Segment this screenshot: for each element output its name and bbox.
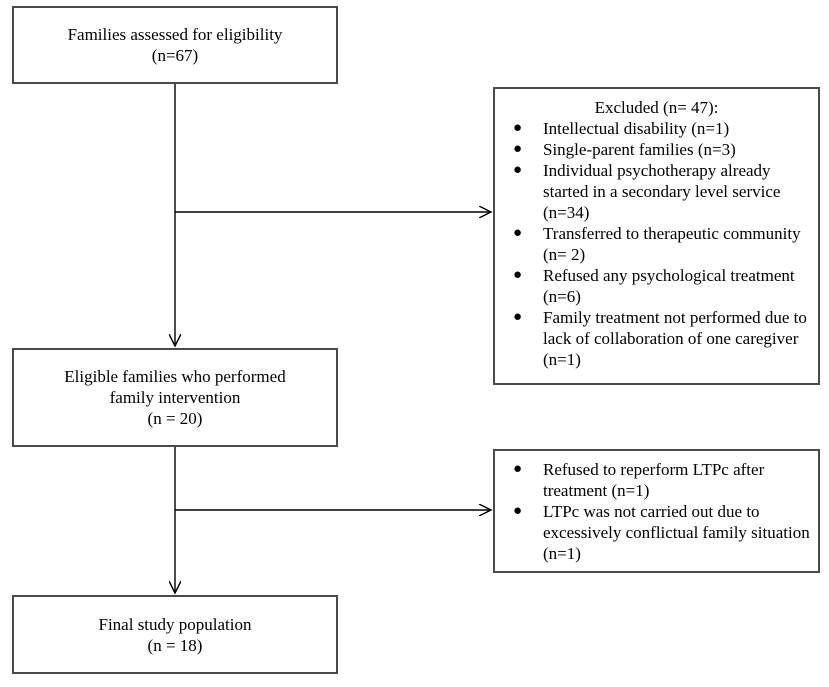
list-item: ● Family treatment not performed due to l… — [509, 307, 810, 370]
bullet-icon: ● — [513, 267, 523, 283]
post-excluded-list: ● Refused to reperform LTPc after treatme… — [509, 459, 810, 564]
post-excluded-reason: LTPc was not carried out due to excessiv… — [543, 502, 810, 563]
post-excluded-reason: Refused to reperform LTPc after treatmen… — [543, 460, 765, 500]
final-box: Final study population (n = 18) — [12, 595, 338, 674]
bullet-icon: ● — [513, 225, 523, 241]
eligible-count: (n = 20) — [147, 409, 203, 428]
list-item: ● Individual psychotherapy already starte… — [509, 160, 810, 223]
eligible-label-line2: family intervention — [109, 388, 241, 407]
eligible-box: Eligible families who performed family i… — [12, 348, 338, 447]
excluded-reason: Transferred to therapeutic community (n=… — [543, 224, 801, 264]
excluded-reason: Individual psychotherapy already started… — [543, 161, 781, 222]
excluded-reason: Intellectual disability (n=1) — [543, 119, 730, 138]
bullet-icon: ● — [513, 120, 523, 136]
excluded-list: ● Intellectual disability (n=1) ● Single-p… — [509, 118, 810, 370]
excluded-reason: Single-parent families (n=3) — [543, 140, 736, 159]
bullet-icon: ● — [513, 503, 523, 519]
bullet-icon: ● — [513, 309, 523, 325]
bullet-icon: ● — [513, 141, 523, 157]
list-item: ● Refused to reperform LTPc after treatme… — [509, 459, 810, 501]
post-excluded-box: ● Refused to reperform LTPc after treatme… — [493, 449, 820, 573]
list-item: ● Single-parent families (n=3) — [509, 139, 810, 160]
final-count: (n = 18) — [147, 635, 203, 655]
excluded-reason: Refused any psychological treatment (n=6… — [543, 266, 795, 306]
list-item: ● Transferred to therapeutic community (n… — [509, 223, 810, 265]
bullet-icon: ● — [513, 162, 523, 178]
excluded-title: Excluded (n= 47): — [594, 98, 719, 117]
assessed-box: Families assessed for eligibility (n=67) — [12, 6, 338, 84]
eligible-label-line1: Eligible families who performed — [64, 367, 286, 386]
list-item: ● LTPc was not carried out due to excessi… — [509, 501, 810, 564]
assessed-label: Families assessed for eligibility — [67, 25, 283, 44]
final-label: Final study population — [98, 614, 252, 634]
excluded-box: Excluded (n= 47): ● Intellectual disabili… — [493, 87, 820, 385]
list-item: ● Intellectual disability (n=1) — [509, 118, 810, 139]
list-item: ● Refused any psychological treatment (n=… — [509, 265, 810, 307]
assessed-count: (n=67) — [151, 46, 199, 65]
excluded-reason: Family treatment not performed due to la… — [543, 308, 807, 369]
bullet-icon: ● — [513, 461, 523, 477]
